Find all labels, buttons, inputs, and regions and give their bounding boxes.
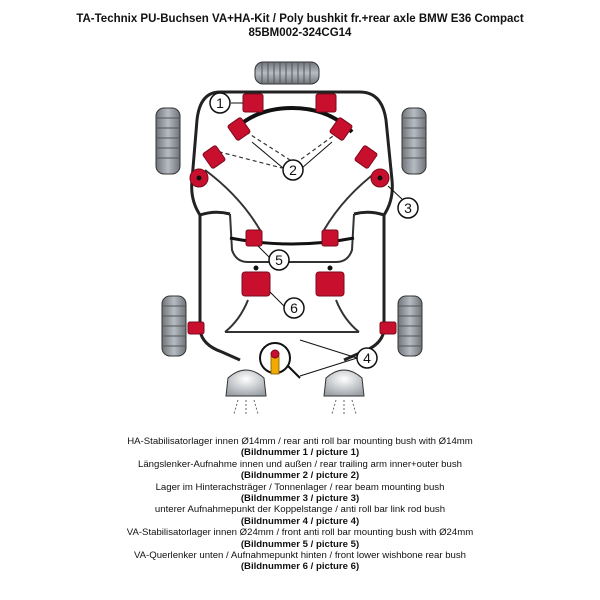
callout-6: 6 [283, 297, 305, 319]
bush-1-right [315, 93, 337, 113]
part-1-text: HA-Stabilisatorlager innen Ø14mm / rear … [127, 436, 473, 447]
part-4-text: unterer Aufnahmepunkt der Koppelstange /… [154, 504, 446, 516]
headlights [225, 369, 365, 416]
part-6-text: VA-Querlenker unten / Aufnahmepunkt hint… [133, 550, 467, 562]
front-right-tire [397, 295, 423, 357]
front-anti-roll-bar [229, 236, 355, 246]
part-3-text: Lager im Hinterachsträger / Tonnenlager … [155, 481, 445, 493]
suspension-diagram: 1 2 3 4 5 6 [155, 61, 427, 416]
front-left-tire [161, 295, 187, 357]
callout-5: 5 [268, 249, 290, 271]
page-title: TA-Technix PU-Buchsen VA+HA-Kit / Poly b… [76, 13, 524, 25]
svg-text:3: 3 [404, 200, 412, 216]
bush-6-right [315, 271, 345, 297]
svg-text:5: 5 [275, 252, 283, 268]
callout-2: 2 [282, 159, 304, 181]
bush-5-left [245, 229, 263, 247]
chassis-frame [190, 90, 394, 362]
callout-4: 4 [356, 347, 378, 369]
bush-2-right-lower [354, 145, 378, 169]
bush-2-left-upper [227, 117, 251, 141]
callout-leaders [231, 102, 404, 377]
bush-1-left [242, 93, 264, 113]
svg-text:1: 1 [216, 95, 224, 111]
bush-front-right-outer [379, 321, 397, 335]
svg-text:2: 2 [289, 162, 297, 178]
svg-text:4: 4 [363, 350, 371, 366]
bush-2-left-lower [202, 145, 226, 169]
part-2-ref: (Bildnummer 2 / picture 2) [240, 470, 360, 482]
part-2-text: Längslenker-Aufnahme innen und außen / r… [138, 458, 462, 470]
part-number: 85BM002-324CG14 [248, 27, 352, 39]
part-6-ref: (Bildnummer 6 / picture 6) [240, 561, 360, 573]
part-5-text: VA-Stabilisatorlager innen Ø24mm / front… [126, 527, 474, 539]
spare-tire [254, 61, 320, 85]
bush-front-left-outer [187, 321, 205, 335]
parts-description-list: HA-Stabilisatorlager innen Ø14mm / rear … [0, 436, 600, 573]
bush-6-left [241, 271, 271, 297]
part-3-ref: (Bildnummer 3 / picture 3) [240, 493, 360, 505]
callout-3: 3 [397, 197, 419, 219]
svg-text:6: 6 [290, 300, 298, 316]
link-rod-detail [259, 342, 301, 379]
part-5-ref: (Bildnummer 5 / picture 5) [240, 538, 360, 550]
callouts: 1 2 3 4 5 6 [209, 92, 419, 369]
dashed-lines [211, 127, 345, 169]
bush-5-right [321, 229, 339, 247]
rear-right-tire [401, 107, 427, 175]
bush-2-right-upper [329, 117, 353, 141]
bushes [187, 93, 397, 335]
part-4-ref: (Bildnummer 4 / picture 4) [240, 515, 360, 527]
rear-left-tire [155, 107, 181, 175]
subframe-lines [204, 169, 380, 333]
part-1-ref: (Bildnummer 1 / picture 1) [240, 447, 360, 459]
callout-1: 1 [209, 92, 231, 114]
header: TA-Technix PU-Buchsen VA+HA-Kit / Poly b… [0, 12, 600, 40]
